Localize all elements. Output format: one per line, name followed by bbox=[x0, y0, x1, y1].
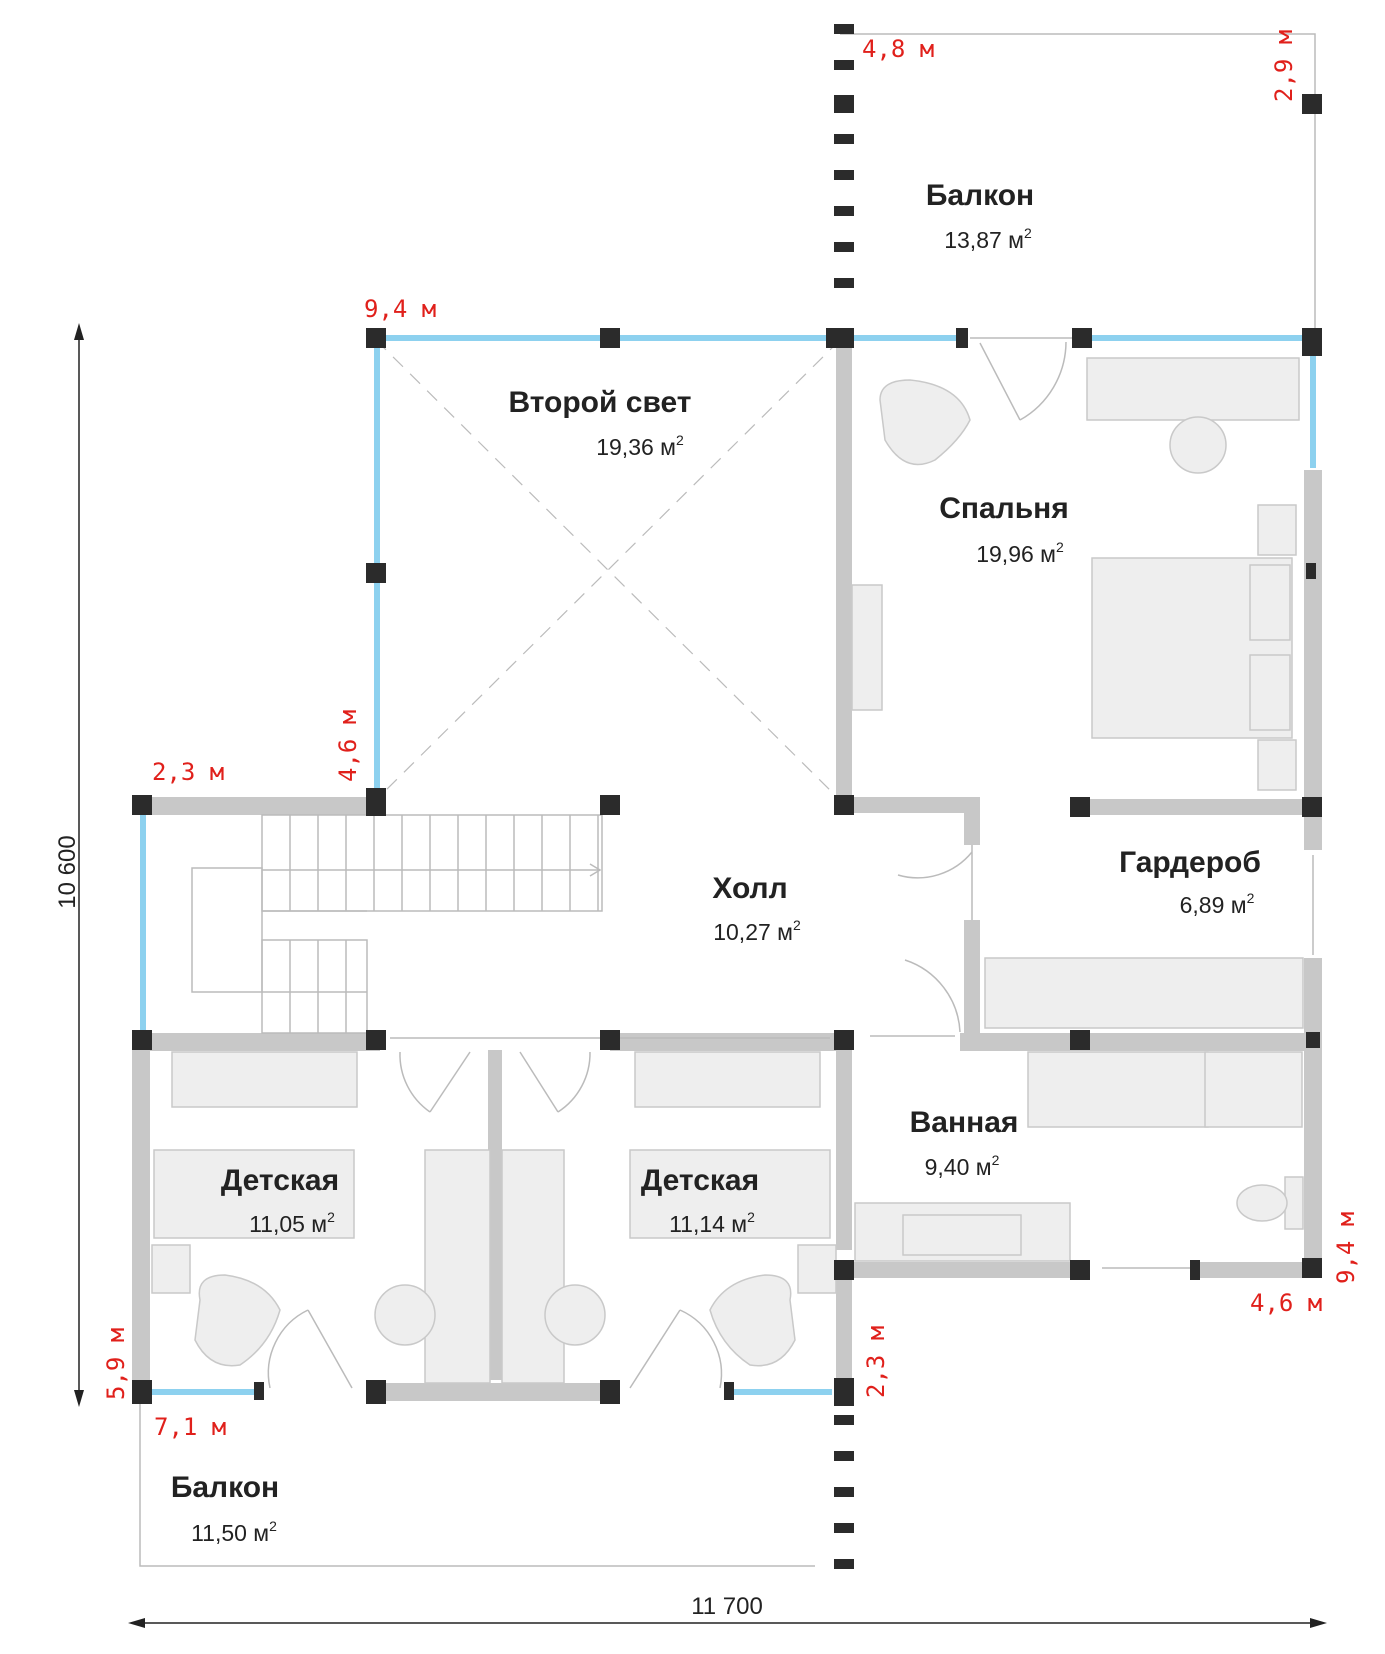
room-bedroom: Спальня 19,96 м2 bbox=[939, 492, 1069, 567]
room-name: Балкон bbox=[171, 1471, 279, 1504]
room-area: 6,89 м2 bbox=[1180, 890, 1255, 918]
room-name: Детская bbox=[641, 1164, 759, 1197]
dim-label: 2,3 м bbox=[152, 758, 224, 786]
balcony-posts bbox=[834, 24, 1322, 1569]
dim-label: 4,6 м bbox=[334, 710, 362, 782]
room-area: 11,05 м2 bbox=[249, 1209, 335, 1237]
room-name: Балкон bbox=[926, 179, 1034, 212]
dim-label: 5,9 м bbox=[102, 1328, 130, 1400]
room-labels: Балкон 13,87 м2 Второй свет 19,36 м2 Спа… bbox=[171, 179, 1261, 1546]
room-name: Детская bbox=[221, 1164, 339, 1197]
overall-height: 10 600 bbox=[54, 835, 81, 908]
room-name: Второй свет bbox=[508, 386, 691, 419]
columns bbox=[132, 328, 1322, 1406]
dim-label: 4,6 м bbox=[1250, 1289, 1322, 1317]
furniture bbox=[151, 357, 1304, 1384]
room-name: Холл bbox=[712, 872, 787, 905]
overall-width: 11 700 bbox=[691, 1593, 763, 1620]
balcony-outlines bbox=[139, 33, 1316, 1567]
room-kids-right: Детская 11,14 м2 bbox=[641, 1164, 759, 1237]
room-wardrobe: Гардероб 6,89 м2 bbox=[1119, 846, 1261, 918]
dim-label: 9,4 м bbox=[1332, 1212, 1360, 1284]
room-name: Спальня bbox=[939, 492, 1069, 525]
overall-dimensions: 10 600 11 700 bbox=[54, 323, 1327, 1628]
room-area: 13,87 м2 bbox=[944, 225, 1032, 253]
room-area: 10,27 м2 bbox=[713, 917, 801, 945]
room-area: 9,40 м2 bbox=[925, 1152, 1000, 1180]
room-area: 19,96 м2 bbox=[976, 539, 1064, 567]
room-second-light: Второй свет 19,36 м2 bbox=[508, 386, 691, 460]
staircase bbox=[191, 814, 603, 1034]
room-name: Ванная bbox=[910, 1106, 1019, 1139]
dim-label: 9,4 м bbox=[364, 295, 436, 323]
dim-label: 2,3 м bbox=[862, 1326, 890, 1398]
room-area: 11,14 м2 bbox=[669, 1209, 755, 1237]
dim-label: 2,9 м bbox=[1270, 30, 1298, 102]
room-bathroom: Ванная 9,40 м2 bbox=[910, 1106, 1019, 1180]
room-area: 11,50 м2 bbox=[191, 1518, 277, 1546]
room-kids-left: Детская 11,05 м2 bbox=[221, 1164, 339, 1237]
window-dimensions: 4,8 м 2,9 м 9,4 м 2,3 м 4,6 м 9,4 м 4,6 … bbox=[102, 30, 1360, 1441]
room-name: Гардероб bbox=[1119, 846, 1261, 879]
room-balcony-top: Балкон 13,87 м2 bbox=[926, 179, 1034, 253]
walls bbox=[132, 340, 1322, 1401]
second-light-void bbox=[375, 339, 841, 801]
room-balcony-bottom: Балкон 11,50 м2 bbox=[171, 1471, 279, 1546]
dim-label: 7,1 м bbox=[154, 1413, 226, 1441]
room-area: 19,36 м2 bbox=[596, 432, 684, 460]
dim-label: 4,8 м bbox=[862, 35, 934, 63]
room-hall: Холл 10,27 м2 bbox=[712, 872, 801, 945]
